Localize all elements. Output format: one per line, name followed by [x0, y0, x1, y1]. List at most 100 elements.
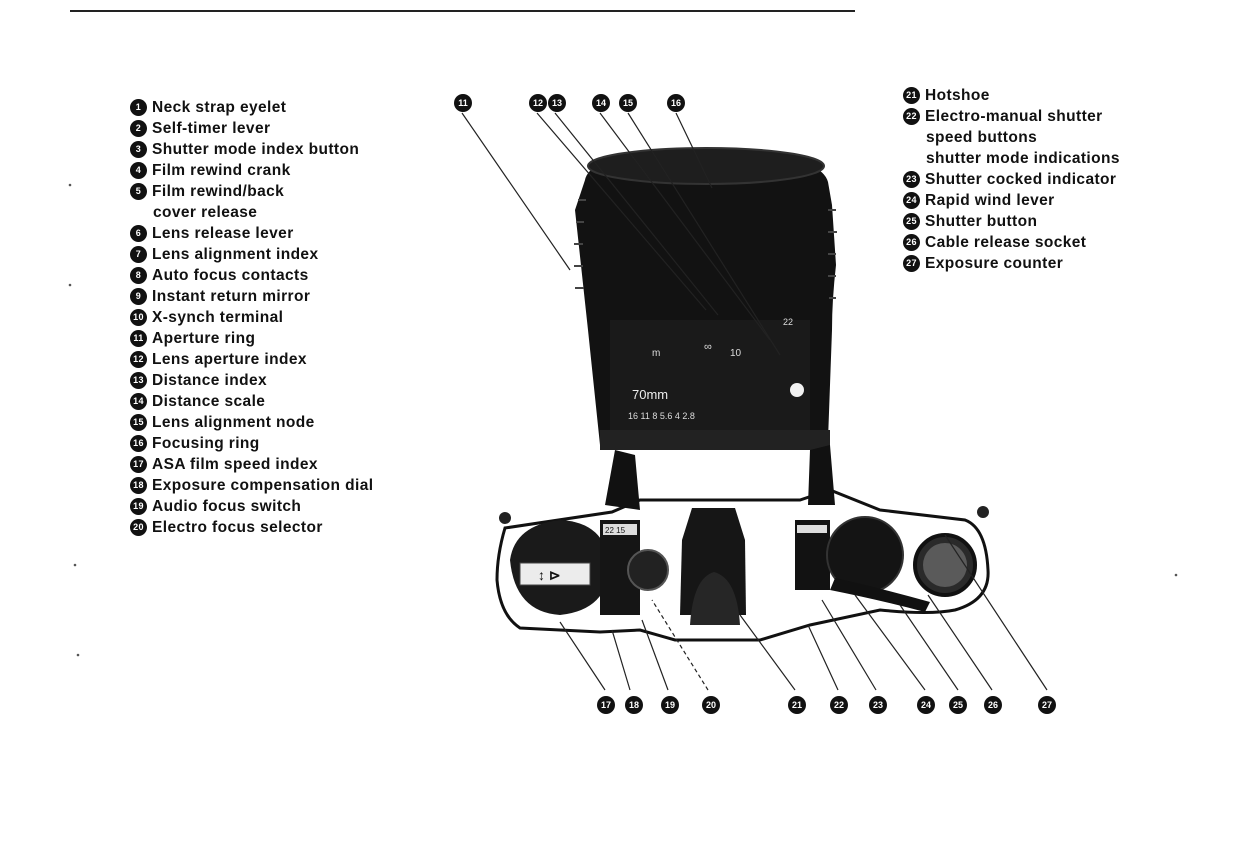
- legend-item-21: 21 Hotshoe: [903, 85, 1120, 106]
- leader-25: [899, 604, 959, 691]
- callout-badge: [597, 696, 615, 714]
- callout-badge: [788, 696, 806, 714]
- leader-17: [559, 621, 606, 691]
- leader-22: [807, 624, 839, 691]
- counter-window-value: 22 15: [605, 526, 626, 535]
- legend-number: 24: [903, 192, 920, 209]
- callout-badge: [830, 696, 848, 714]
- legend-item-1: 1 Neck strap eyelet: [130, 97, 373, 118]
- legend-number: 7: [130, 246, 147, 263]
- legend-number: 6: [130, 225, 147, 242]
- scan-speck: [73, 563, 77, 567]
- legend-text: Electro-manual shutter: [925, 108, 1103, 125]
- callout-11: 11: [454, 94, 472, 112]
- legend-text: Exposure counter: [925, 255, 1064, 272]
- legend-item-5-cont: cover release: [130, 202, 373, 223]
- leader-27: [944, 534, 1048, 691]
- callout-label: 12: [533, 98, 543, 108]
- legend-text: Neck strap eyelet: [152, 99, 287, 116]
- lens-assembly: m ∞ 10 22 70mm 16 11 8 5.6 4 2.8: [574, 147, 837, 450]
- scan-speck: [68, 183, 72, 187]
- lens-distance-m: m: [652, 348, 660, 359]
- lens-front-rim: [587, 147, 825, 185]
- legend-text: Film rewind crank: [152, 162, 291, 179]
- lens-distance-infinity: ∞: [704, 341, 712, 353]
- bottom-leader-lines: [559, 534, 1048, 691]
- rewind-window-glyph: ↕ ⊳: [538, 567, 561, 583]
- legend-text: Hotshoe: [925, 87, 990, 104]
- legend-text: Shutter mode index button: [152, 141, 360, 158]
- leader-16: [675, 112, 713, 189]
- legend-text: ASA film speed index: [152, 456, 318, 473]
- legend-number: 1: [130, 99, 147, 116]
- legend-number: 5: [130, 183, 147, 200]
- hotshoe: [690, 572, 740, 625]
- callout-label: 26: [988, 700, 998, 710]
- legend-item-11: 11 Aperture ring: [130, 328, 373, 349]
- callout-12: 12: [529, 94, 547, 112]
- rapid-wind-lever: [830, 578, 930, 612]
- legend-item-7: 7 Lens alignment index: [130, 244, 373, 265]
- callout-label: 21: [792, 700, 802, 710]
- legend-item-18: 18 Exposure compensation dial: [130, 475, 373, 496]
- legend-text: Aperture ring: [152, 330, 256, 347]
- bottom-callouts: 17 18 19 20 21 22 23 24 25 26 27: [597, 696, 1056, 714]
- legend-number: 15: [130, 414, 147, 431]
- legend-text: speed buttons: [926, 129, 1038, 146]
- legend-text: X-synch terminal: [152, 309, 284, 326]
- leader-14: [599, 112, 771, 341]
- legend-number: 18: [130, 477, 147, 494]
- lens-focal-length: 70mm: [632, 387, 668, 402]
- legend-number: 4: [130, 162, 147, 179]
- callout-badge: [949, 696, 967, 714]
- legend-text: Focusing ring: [152, 435, 260, 452]
- legend-text: Lens alignment index: [152, 246, 319, 263]
- legend-number: 20: [130, 519, 147, 536]
- callout-badge: [619, 94, 637, 112]
- callout-label: 19: [665, 700, 675, 710]
- callout-15: 15: [619, 94, 637, 112]
- counter-speckle: [923, 543, 967, 587]
- leader-19: [641, 619, 669, 691]
- leader-26: [927, 594, 993, 691]
- callout-17: 17: [597, 696, 615, 714]
- leader-23: [821, 599, 877, 691]
- callout-badge: [869, 696, 887, 714]
- legend-number: 12: [130, 351, 147, 368]
- legend-number: 2: [130, 120, 147, 137]
- callout-label: 25: [953, 700, 963, 710]
- callout-badge: [1038, 696, 1056, 714]
- legend-item-4: 4 Film rewind crank: [130, 160, 373, 181]
- callout-badge: [661, 696, 679, 714]
- callout-23: 23: [869, 696, 887, 714]
- callout-badge: [454, 94, 472, 112]
- legend-text: Auto focus contacts: [152, 267, 309, 284]
- legend-number: 19: [130, 498, 147, 515]
- scan-speck: [1174, 573, 1178, 577]
- legend-text: Exposure compensation dial: [152, 477, 374, 494]
- shutter-mode-window: [797, 525, 827, 533]
- leader-18: [611, 629, 631, 691]
- legend-number: 21: [903, 87, 920, 104]
- prism-housing: [605, 445, 835, 510]
- leader-20: [651, 599, 709, 691]
- callout-label: 23: [873, 700, 883, 710]
- lens-alignment-dot: [790, 383, 804, 397]
- leader-12: [536, 112, 707, 311]
- lens-ring-ridges: [574, 199, 837, 299]
- legend-number: 11: [130, 330, 147, 347]
- callout-badge: [548, 94, 566, 112]
- legend-number: 27: [903, 255, 920, 272]
